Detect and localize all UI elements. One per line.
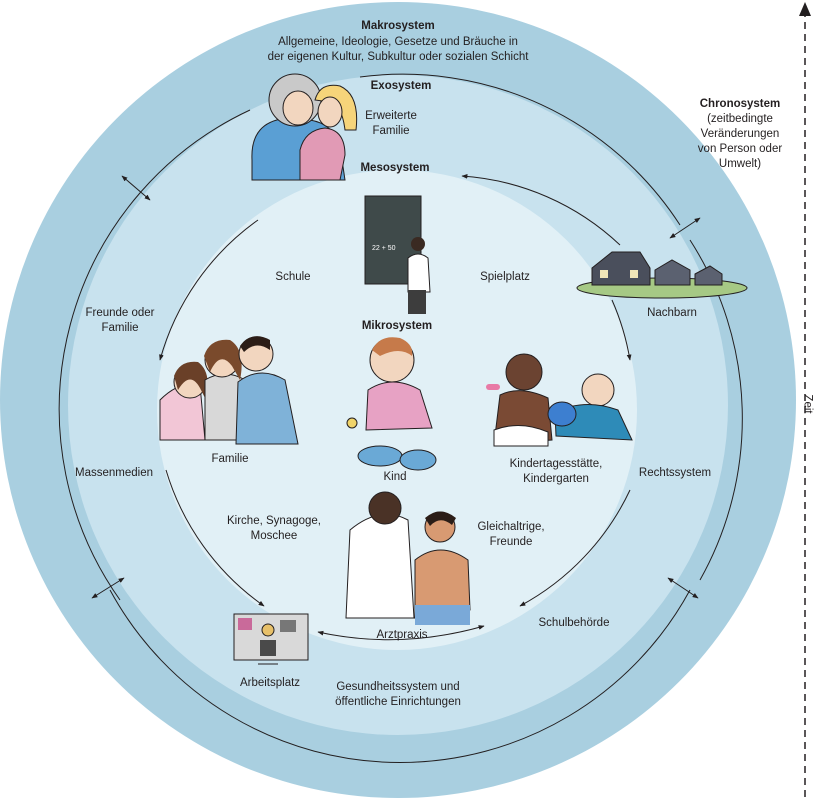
meso-arrow-bottom [317, 625, 485, 641]
makrosystem-title: Makrosystem [361, 20, 435, 32]
mass-media-label: Massenmedien [75, 467, 153, 479]
workplace-label: Arbeitsplatz [239, 677, 301, 689]
school-board-label: Schulbehörde [538, 617, 610, 629]
neighbors-label: Nachbarn [647, 307, 697, 319]
church-label: Kirche, Synagoge, Moschee [227, 515, 321, 542]
meso-arrow-left-down [165, 469, 265, 607]
chronosystem-description: (zeitbedingte Veränderungen von Person o… [697, 113, 783, 170]
neighborhood-illustration [576, 251, 748, 299]
mesosystem-title: Mesosystem [360, 162, 430, 174]
svg-text:22 + 50: 22 + 50 [372, 245, 396, 252]
cross-arrow-bottomright [667, 577, 699, 599]
meso-arrow-topright [611, 299, 632, 361]
meso-arrow-right-down [519, 489, 631, 607]
workplace-illustration [233, 613, 309, 665]
chronosystem-title: Chronosystem [699, 98, 781, 110]
child-label: Kind [383, 471, 407, 483]
playground-label: Spielplatz [480, 271, 530, 283]
daycare-label: Kindertagesstätte, Kindergarten [509, 458, 603, 485]
exosystem-title: Exosystem [370, 80, 432, 92]
friends-or-family-label: Freunde oder Familie [85, 307, 155, 334]
outer-flow-arc-top [359, 73, 681, 226]
family-illustration [159, 336, 299, 445]
makrosystem-description: Allgemeine, Ideologie, Gesetze und Bräuc… [267, 36, 529, 63]
extended-family-label: Erweiterte Familie [365, 110, 417, 137]
outer-flow-arc-bottom [109, 589, 691, 763]
legal-system-label: Rechtssystem [638, 467, 712, 479]
family-label: Familie [211, 453, 249, 465]
time-axis-arrowhead [799, 2, 811, 16]
time-axis-label: Zeit [801, 394, 814, 414]
school-label: Schule [275, 271, 311, 283]
mikrosystem-title: Mikrosystem [361, 320, 433, 332]
health-system-label: Gesundheitssystem und öffentliche Einric… [335, 681, 461, 708]
extended-family-illustration [251, 73, 358, 181]
cross-arrow-topright [669, 217, 701, 239]
daycare-illustration [486, 353, 633, 447]
cross-arrow-bottomleft [91, 577, 125, 599]
peers-label: Gleichaltrige, Freunde [477, 521, 545, 548]
meso-arrow-top [461, 173, 621, 246]
doctor-illustration [345, 491, 471, 625]
school-illustration: 22 + 50 [364, 195, 431, 314]
child-illustration [346, 337, 437, 471]
cross-arrow-topleft [121, 175, 151, 201]
meso-arrow-left-up [159, 219, 259, 361]
outer-flow-arc-left [58, 109, 251, 601]
doctors-office-label: Arztpraxis [376, 629, 428, 641]
